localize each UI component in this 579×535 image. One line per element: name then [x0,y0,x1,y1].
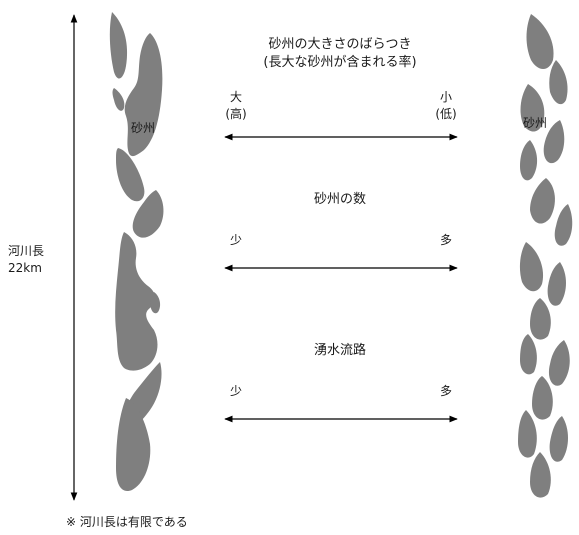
bar-count-section: 砂州の数 少 多 [224,192,458,272]
footnote: ※ 河川長は有限である [66,515,188,529]
right-sandbar-channel: 砂州 [518,14,573,498]
size-variation-left-label: 大 [230,90,242,104]
left-sandbar-mid-left [116,148,145,202]
left-sandbar-bottom [116,398,151,492]
right-sandbar-13 [532,376,553,420]
bar-count-left-label: 少 [230,233,242,247]
size-variation-title: 砂州の大きさのばらつき [268,37,411,52]
size-variation-subtitle: (長大な砂州が含まれる率) [263,54,416,70]
size-variation-left-sub: (高) [225,106,246,121]
right-sandbar-10 [530,298,551,340]
spring-channel-left-label: 少 [230,384,242,398]
spring-channel-right-label: 多 [440,384,452,398]
left-sandbar-large-middle [115,232,158,371]
bar-count-title: 砂州の数 [314,192,366,207]
spring-channel-title: 湧水流路 [314,342,366,358]
left-sandbar-label: 砂州 [131,121,155,135]
left-sandbar-tiny [112,88,125,111]
right-sandbar-6 [530,178,555,224]
river-length-label: 河川長 [8,244,44,258]
right-sandbar-14 [518,410,537,458]
right-sandbar-1 [526,14,554,69]
right-sandbar-3 [520,84,545,132]
right-sandbar-15 [549,416,568,462]
right-sandbar-16 [530,452,551,498]
right-sandbar-7 [554,204,573,246]
size-variation-section: 砂州の大きさのばらつき (長大な砂州が含まれる率) 大 (高) 小 (低) [224,37,458,141]
right-sandbar-12 [548,340,570,386]
right-sandbar-5 [520,140,538,181]
spring-channel-section: 湧水流路 少 多 [224,342,458,423]
right-sandbar-8 [519,242,544,292]
right-sandbar-9 [547,262,566,306]
right-sandbar-11 [520,334,537,375]
right-sandbar-2 [549,60,568,105]
left-sandbar-mid-right [132,190,164,238]
size-variation-right-label: 小 [440,90,452,104]
left-sandbar-large-top [124,33,163,157]
left-sandbar-sliver [150,292,161,314]
river-length-value: 22km [8,261,42,275]
bar-count-right-label: 多 [440,233,452,247]
left-sandbar-channel: 砂州 [109,12,164,492]
right-sandbar-4 [543,120,565,164]
size-variation-right-sub: (低) [435,107,456,121]
left-sandbar-top-left [109,12,128,79]
right-sandbar-label: 砂州 [523,116,547,130]
